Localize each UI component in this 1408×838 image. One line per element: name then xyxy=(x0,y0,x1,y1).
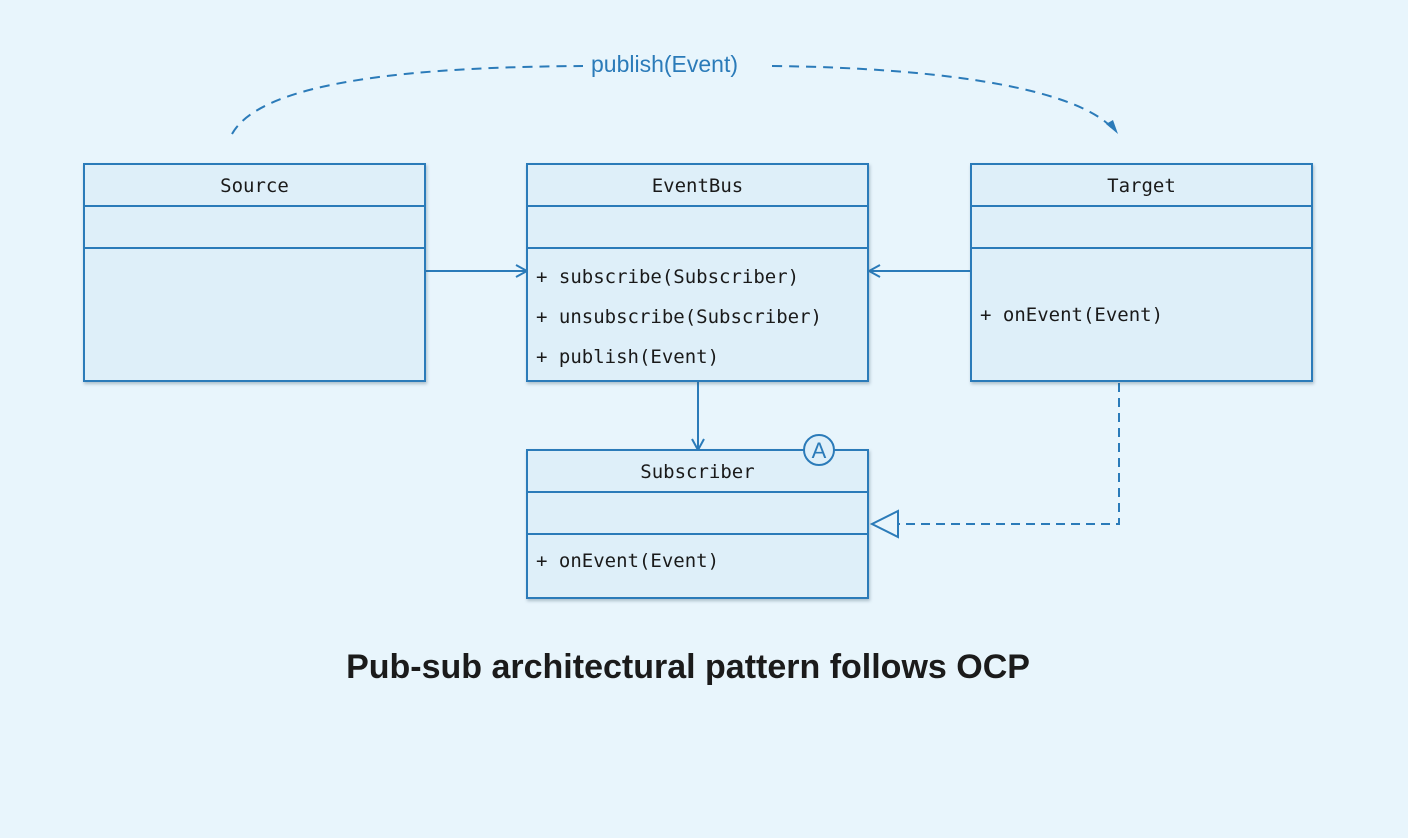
eventbus-operation-publish: + publish(Event) xyxy=(536,346,720,368)
class-eventbus-operations: + subscribe(Subscriber) + unsubscribe(Su… xyxy=(528,249,867,377)
class-source-name: Source xyxy=(85,165,424,207)
class-eventbus-attributes xyxy=(528,207,867,249)
publish-arc xyxy=(231,65,1115,135)
target-realizes-subscriber-line xyxy=(898,383,1120,525)
eventbus-operation-unsubscribe: + unsubscribe(Subscriber) xyxy=(536,306,822,328)
class-eventbus-name: EventBus xyxy=(528,165,867,207)
class-target-operations: + onEvent(Event) xyxy=(972,249,1311,335)
eventbus-operation-subscribe: + subscribe(Subscriber) xyxy=(536,266,800,288)
class-target-attributes xyxy=(972,207,1311,249)
class-target-name: Target xyxy=(972,165,1311,207)
class-target: Target + onEvent(Event) xyxy=(970,163,1313,382)
class-subscriber-name: Subscriber xyxy=(528,451,867,493)
realization-triangle xyxy=(869,509,899,539)
subscriber-operation-onevent: + onEvent(Event) xyxy=(536,550,720,572)
publish-event-label: publish(Event) xyxy=(583,51,747,78)
class-subscriber-attributes xyxy=(528,493,867,535)
diagram-caption: Pub-sub architectural pattern follows OC… xyxy=(346,648,1030,686)
class-subscriber: Subscriber + onEvent(Event) xyxy=(526,449,869,599)
class-source: Source xyxy=(83,163,426,382)
publish-arrowhead xyxy=(1106,120,1118,134)
class-source-attributes xyxy=(85,207,424,249)
target-operation-onevent: + onEvent(Event) xyxy=(980,304,1164,326)
class-subscriber-operations: + onEvent(Event) xyxy=(528,535,867,581)
abstract-badge-icon: A xyxy=(803,434,835,466)
class-eventbus: EventBus + subscribe(Subscriber) + unsub… xyxy=(526,163,869,382)
